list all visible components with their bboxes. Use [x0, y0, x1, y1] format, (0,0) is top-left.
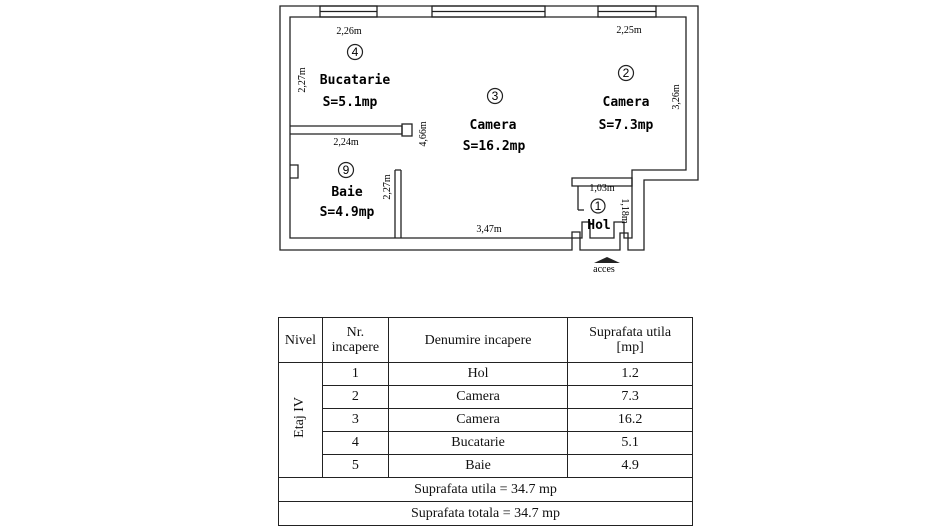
access-label: acces [593, 264, 615, 275]
row-nr: 3 [321, 408, 389, 432]
dim-bottom: 3,47m [476, 224, 502, 235]
room-2-name: Camera [603, 95, 650, 110]
partition-wall [290, 125, 403, 135]
row-name: Camera [387, 385, 569, 409]
bath-niche [290, 164, 299, 179]
room-1-number: 1 [595, 199, 602, 213]
total-overall-row: Suprafata totala = 34.7 mp [278, 501, 693, 526]
header-nr: Nr.incapere [321, 317, 389, 363]
floor-plan: acces 4 Bucatarie S=5.1mp 3 Camera S=16.… [279, 5, 699, 275]
inner-wall [289, 16, 687, 239]
room-3-area: S=16.2mp [463, 139, 526, 154]
header-name: Denumire incapere [387, 317, 569, 363]
room-9-name: Baie [331, 185, 362, 200]
row-name: Hol [387, 362, 569, 386]
room-area-table: Nivel Nr.incapere Denumire incapere Supr… [278, 317, 693, 526]
row-name: Bucatarie [387, 431, 569, 455]
row-area: 5.1 [567, 431, 693, 455]
dim-right-height: 3,26m [671, 84, 682, 110]
row-nr: 5 [321, 454, 389, 478]
dim-hall-height: 1,18m [619, 198, 630, 224]
row-area: 4.9 [567, 454, 693, 478]
dim-bath-width: 2,24m [333, 137, 359, 148]
access-arrow-icon [594, 257, 620, 263]
total-overall: Suprafata totala = 34.7 mp [278, 501, 693, 526]
table-row: 3 Camera 16.2 [279, 408, 693, 432]
row-name: Baie [387, 454, 569, 478]
dim-bath-height: 2,27m [382, 174, 393, 200]
bath-wall [394, 169, 402, 238]
table-row: 4 Bucatarie 5.1 [279, 431, 693, 455]
room-4-number: 4 [352, 45, 359, 59]
room-2-area: S=7.3mp [599, 118, 654, 133]
table-header-row: Nivel Nr.incapere Denumire incapere Supr… [278, 317, 693, 363]
room-9-number: 9 [343, 163, 350, 177]
table-row: 5 Baie 4.9 [279, 454, 693, 478]
level-cell: Etaj IV [278, 362, 323, 478]
row-area: 16.2 [567, 408, 693, 432]
row-nr: 4 [321, 431, 389, 455]
dim-kitchen-height: 2,27m [297, 67, 308, 93]
row-name: Camera [387, 408, 569, 432]
table-row: Etaj IV 1 Hol 1.2 [278, 362, 693, 478]
column [401, 123, 413, 137]
room-4-area: S=5.1mp [323, 95, 378, 110]
dim-top-left: 2,26m [336, 26, 362, 37]
header-level: Nivel [278, 317, 323, 363]
room-9-area: S=4.9mp [320, 205, 375, 220]
row-area: 7.3 [567, 385, 693, 409]
room-3-number: 3 [492, 89, 499, 103]
dim-hall-width: 1,03m [589, 183, 615, 194]
room-2-number: 2 [623, 66, 630, 80]
dim-center-height: 4,66m [418, 121, 429, 147]
row-nr: 1 [321, 362, 389, 386]
table-row: 2 Camera 7.3 [279, 385, 693, 409]
outer-wall [279, 5, 699, 251]
room-1-name: Hol [587, 218, 610, 233]
row-nr: 2 [321, 385, 389, 409]
header-area: Suprafata utila[mp] [567, 317, 693, 363]
total-useful-row: Suprafata utila = 34.7 mp [278, 477, 693, 502]
total-useful: Suprafata utila = 34.7 mp [278, 477, 693, 502]
room-3-name: Camera [470, 118, 517, 133]
row-area: 1.2 [567, 362, 693, 386]
dim-top-right: 2,25m [616, 25, 642, 36]
room-4-name: Bucatarie [320, 73, 391, 88]
hall-wall [571, 177, 633, 187]
